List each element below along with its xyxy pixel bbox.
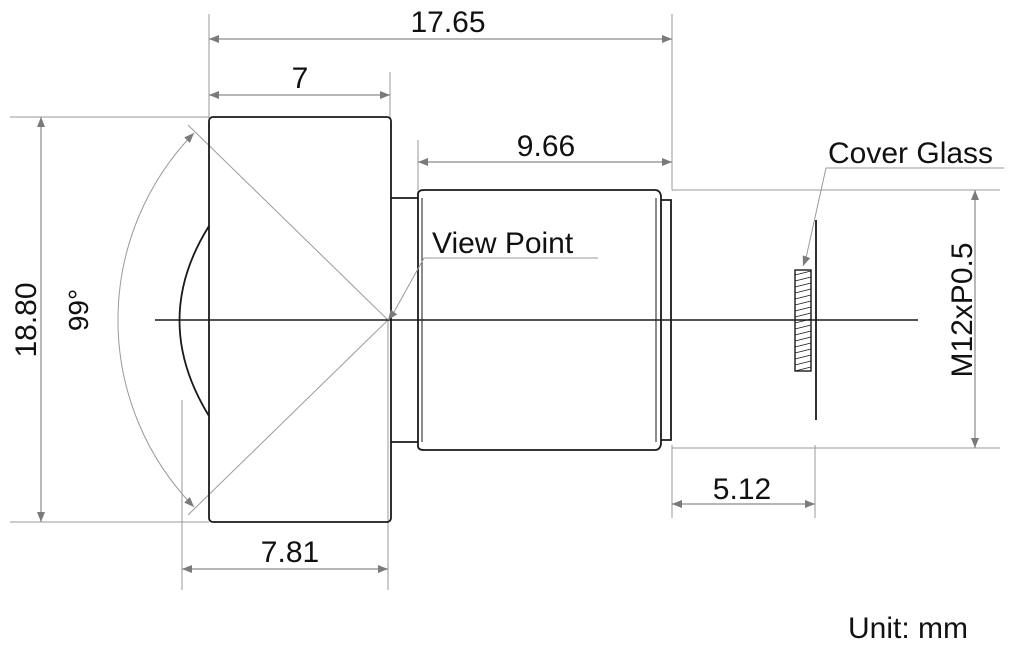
dim-front-length-label: 7 [292,62,309,95]
neck [391,197,418,443]
front-dome [178,225,210,417]
cover-glass-hatch [794,270,812,372]
fov-arc [117,132,195,508]
fov-indicator [117,124,389,516]
dim-overall-length-label: 17.65 [410,6,485,39]
dimension-lines [37,35,979,573]
dim-thread-length-label: 9.66 [517,130,575,163]
fov-label: 99° [63,289,94,331]
view-point-label: View Point [432,227,574,260]
cover-glass-label: Cover Glass [828,137,993,170]
dim-height-label: 18.80 [10,282,43,357]
dim-base-to-view-point-label: 7.81 [261,536,319,569]
leader-lines [387,167,1004,321]
thread-spec-label: M12xP0.5 [946,242,979,377]
unit-label: Unit: mm [848,612,968,645]
extension-lines [10,14,1000,590]
cover-glass-leader [805,167,1004,259]
view-point-leader [393,257,598,313]
dim-back-focal-label: 5.12 [713,473,771,506]
